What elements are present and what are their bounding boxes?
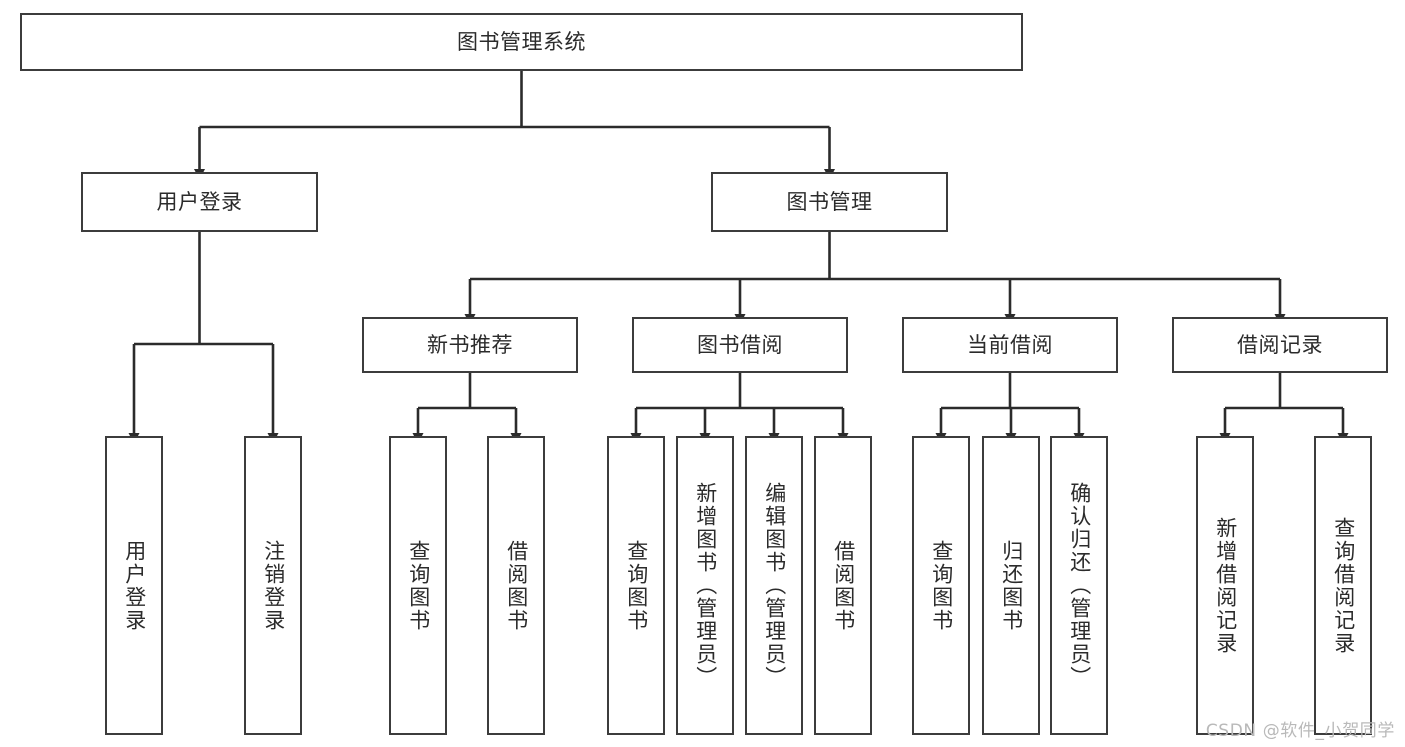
node-leaf-confirm-return-admin[interactable]: 确认归还（管理员）: [1050, 436, 1108, 735]
node-borrow-record[interactable]: 借阅记录: [1172, 317, 1388, 373]
node-label-leaf-query-book-borrow: 查询图书: [624, 539, 649, 632]
node-label-leaf-query-borrow-record: 查询借阅记录: [1331, 516, 1356, 655]
node-new-book-recommend[interactable]: 新书推荐: [362, 317, 578, 373]
node-label-leaf-borrow-book-rec: 借阅图书: [504, 539, 529, 632]
node-leaf-borrow-book-rec[interactable]: 借阅图书: [487, 436, 545, 735]
node-label-book-borrow: 图书借阅: [697, 332, 783, 357]
node-label-leaf-add-book-admin: 新增图书（管理员）: [693, 482, 718, 689]
node-book-borrow[interactable]: 图书借阅: [632, 317, 848, 373]
node-user-login[interactable]: 用户登录: [81, 172, 318, 232]
node-book-manage[interactable]: 图书管理: [711, 172, 948, 232]
node-leaf-edit-book-admin[interactable]: 编辑图书（管理员）: [745, 436, 803, 735]
node-label-leaf-add-borrow-record: 新增借阅记录: [1213, 516, 1238, 655]
node-label-leaf-borrow-book: 借阅图书: [831, 539, 856, 632]
node-label-current-borrow: 当前借阅: [967, 332, 1053, 357]
node-label-book-manage: 图书管理: [786, 189, 873, 214]
node-label-leaf-user-login: 用户登录: [122, 539, 147, 632]
node-label-borrow-record: 借阅记录: [1237, 332, 1323, 357]
node-leaf-user-login[interactable]: 用户登录: [105, 436, 163, 735]
node-label-leaf-return-book: 归还图书: [999, 539, 1024, 632]
node-leaf-add-borrow-record[interactable]: 新增借阅记录: [1196, 436, 1254, 735]
edges: [128, 71, 1349, 444]
node-leaf-query-book-rec[interactable]: 查询图书: [389, 436, 447, 735]
node-label-leaf-edit-book-admin: 编辑图书（管理员）: [762, 482, 787, 689]
node-leaf-add-book-admin[interactable]: 新增图书（管理员）: [676, 436, 734, 735]
node-current-borrow[interactable]: 当前借阅: [902, 317, 1118, 373]
node-leaf-return-book[interactable]: 归还图书: [982, 436, 1040, 735]
node-label-leaf-user-logout: 注销登录: [261, 539, 286, 632]
node-leaf-user-logout[interactable]: 注销登录: [244, 436, 302, 735]
node-root[interactable]: 图书管理系统: [20, 13, 1023, 71]
node-label-new-book-recommend: 新书推荐: [427, 332, 513, 357]
node-label-root: 图书管理系统: [457, 29, 586, 54]
node-leaf-query-book-borrow[interactable]: 查询图书: [607, 436, 665, 735]
node-leaf-borrow-book[interactable]: 借阅图书: [814, 436, 872, 735]
node-label-leaf-confirm-return-admin: 确认归还（管理员）: [1067, 482, 1092, 689]
node-label-leaf-query-book-current: 查询图书: [929, 539, 954, 632]
node-leaf-query-book-current[interactable]: 查询图书: [912, 436, 970, 735]
node-label-user-login: 用户登录: [156, 189, 243, 214]
node-leaf-query-borrow-record[interactable]: 查询借阅记录: [1314, 436, 1372, 735]
node-label-leaf-query-book-rec: 查询图书: [406, 539, 431, 632]
